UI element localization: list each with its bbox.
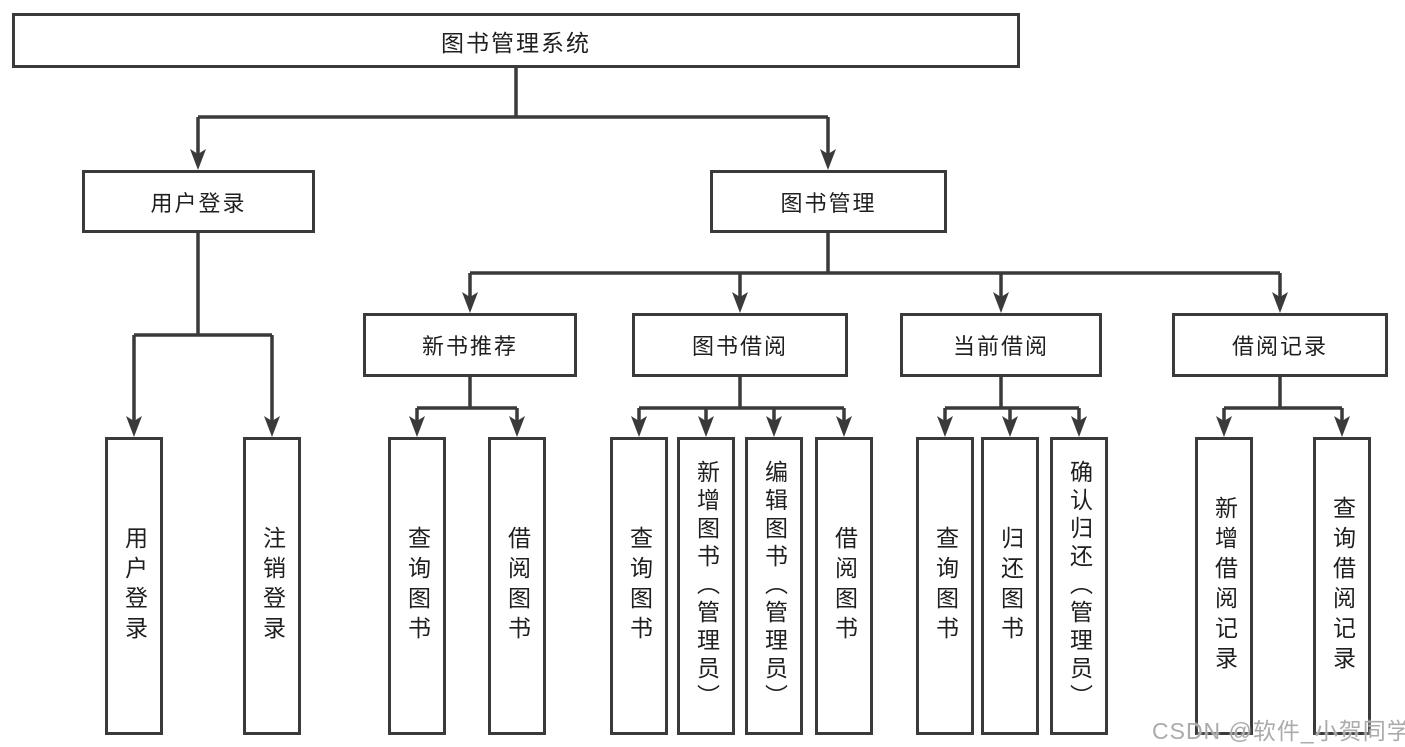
connector-current-borrowing: [937, 377, 1087, 437]
arrow-down-head: [937, 416, 953, 437]
leaf-label: 用户登录: [121, 526, 148, 646]
node-root-system: 图书管理系统: [12, 13, 1020, 68]
leaf-label: 编辑图书（管理员）: [761, 460, 788, 712]
connector-book-management: [462, 233, 1288, 313]
arrow-down-head: [509, 416, 525, 437]
leaf-records-add-record: 新增借阅记录: [1195, 437, 1253, 735]
leaf-recommend-borrow-books: 借阅图书: [488, 437, 546, 735]
leaf-logout: 注销登录: [243, 437, 301, 735]
arrow-down-head: [698, 416, 714, 437]
leaf-label: 确认归还（管理员）: [1066, 460, 1093, 712]
leaf-label: 查询图书: [404, 526, 431, 646]
arrow-down-head: [1216, 416, 1232, 437]
leaf-label: 借阅图书: [504, 526, 531, 646]
csdn-watermark: CSDN @软件_小贺同学: [1152, 718, 1405, 744]
leaf-records-query-record: 查询借阅记录: [1313, 437, 1371, 735]
leaf-label: 新增图书（管理员）: [693, 460, 720, 712]
leaf-label: 归还图书: [997, 526, 1024, 646]
leaf-label: 查询借阅记录: [1329, 496, 1356, 676]
leaf-current-query-books: 查询图书: [916, 437, 974, 735]
leaf-borrowing-borrow-books: 借阅图书: [815, 437, 873, 735]
arrow-down-head: [1071, 416, 1087, 437]
arrow-down-head: [462, 292, 478, 313]
leaf-user-login: 用户登录: [105, 437, 163, 735]
leaf-current-confirm-return-admin: 确认归还（管理员）: [1050, 437, 1108, 735]
arrow-down-head: [126, 416, 142, 437]
arrow-down-head: [264, 416, 280, 437]
leaf-label: 借阅图书: [831, 526, 858, 646]
arrow-down-head: [1272, 292, 1288, 313]
node-borrowing-records: 借阅记录: [1172, 313, 1388, 377]
node-book-management: 图书管理: [710, 170, 947, 233]
leaf-label: 新增借阅记录: [1211, 496, 1238, 676]
leaf-label: 注销登录: [259, 526, 286, 646]
leaf-label: 查询图书: [932, 526, 959, 646]
connector-borrowing-records: [1216, 377, 1350, 437]
connector-book-borrowing: [631, 377, 852, 437]
leaf-recommend-query-books: 查询图书: [388, 437, 446, 735]
leaf-current-return-books: 归还图书: [981, 437, 1039, 735]
leaf-borrowing-query-books: 查询图书: [610, 437, 668, 735]
arrow-down-head: [1002, 416, 1018, 437]
connector-root: [190, 68, 836, 170]
arrow-down-head: [820, 149, 836, 170]
node-user-login: 用户登录: [82, 170, 315, 233]
arrow-down-head: [836, 416, 852, 437]
arrow-down-head: [409, 416, 425, 437]
arrow-down-head: [993, 292, 1009, 313]
arrow-down-head: [766, 416, 782, 437]
leaf-borrowing-add-books-admin: 新增图书（管理员）: [677, 437, 735, 735]
arrow-down-head: [190, 149, 206, 170]
arrow-down-head: [732, 292, 748, 313]
arrow-down-head: [631, 416, 647, 437]
connector-user-login: [126, 233, 280, 437]
leaf-borrowing-edit-books-admin: 编辑图书（管理员）: [745, 437, 803, 735]
node-current-borrowing: 当前借阅: [900, 313, 1102, 377]
node-book-borrowing: 图书借阅: [632, 313, 848, 377]
leaf-label: 查询图书: [626, 526, 653, 646]
connector-new-book-recommend: [409, 377, 525, 437]
node-new-book-recommend: 新书推荐: [363, 313, 577, 377]
arrow-down-head: [1334, 416, 1350, 437]
